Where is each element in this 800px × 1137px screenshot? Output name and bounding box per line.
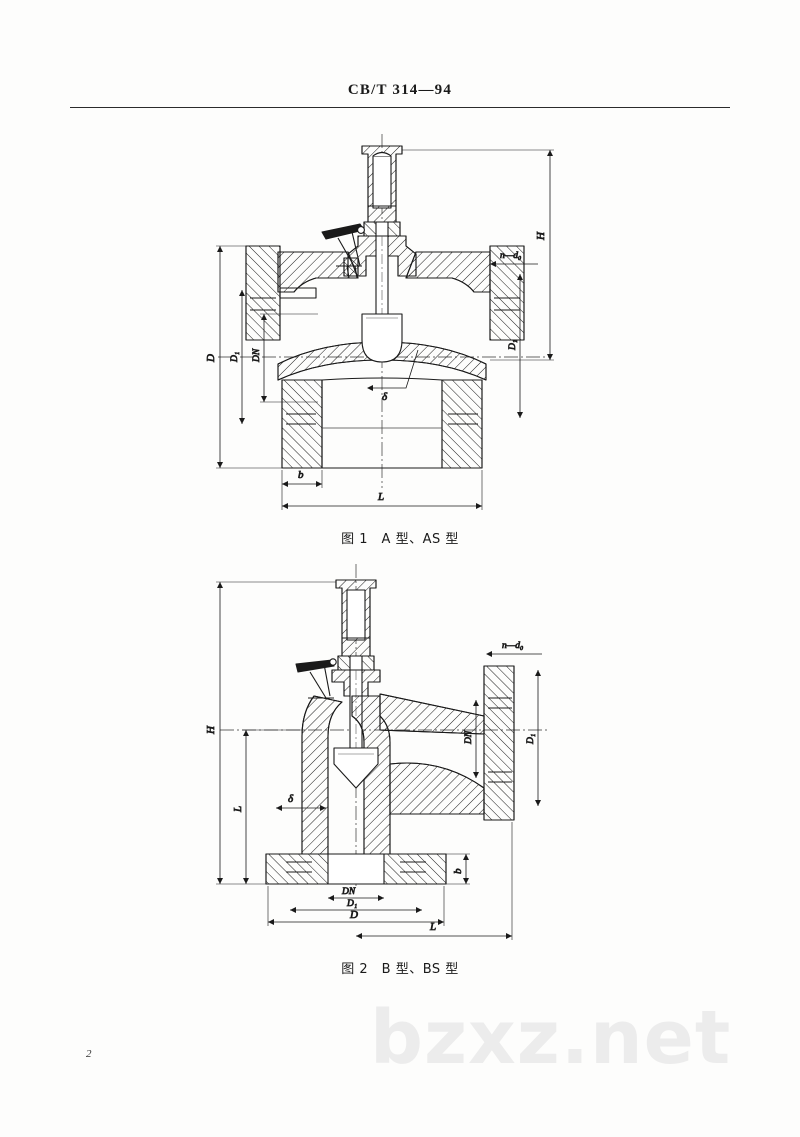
figure-2-drawing: H L n—d₀ D₁ DN [190,558,610,943]
body-left-wall [301,695,343,855]
dim-label-H: H [535,231,547,241]
dim-label-H-2: H [205,725,217,735]
dim-label-D1-right: D₁ [508,340,518,351]
left-flange [245,245,281,341]
dim-label-bolt-holes: n—d₀ [500,251,521,261]
dim-label-DN: DN [252,348,262,363]
dim-label-D1-bottom: D₁ [346,899,357,909]
dim-label-b: b [298,469,304,481]
operating-lever-2 [295,658,337,699]
dim-label-b-2: b [452,868,464,874]
figure-2-caption: 图 2 B 型、BS 型 [341,962,459,977]
dim-label-D: D [205,354,217,363]
dim-label-L-bottom: L [429,921,436,933]
valve-disc-2 [333,747,379,789]
dim-leader-wall-thickness-2 [276,805,326,811]
dim-label-D1-side: D₁ [526,734,536,745]
page-number: 2 [86,1048,92,1060]
figure-1-drawing: H n—d₀ D₁ D D₁ [190,128,610,518]
dim-label-L: L [377,491,384,503]
dim-label-wall-thickness-2: δ [288,793,294,805]
header-divider-rule [70,107,730,109]
dim-label-bolt-holes-2: n—d₀ [502,641,523,651]
dim-label-DN-side: DN [464,730,474,745]
site-watermark: bzxz.net [370,995,732,1081]
side-flange [483,665,515,821]
side-branch-bottom [389,762,485,815]
side-branch-top [379,693,485,735]
valve-disc [361,313,403,363]
dim-label-D-bottom: D [349,909,358,921]
dim-label-D1-left: D₁ [230,352,240,363]
dim-label-DN-bottom: DN [341,887,356,897]
dim-label-L-vertical: L [232,806,244,813]
dim-label-wall-thickness: δ [382,391,388,403]
page-header-standard-number: CB/T 314—94 [347,82,453,98]
dim-leader-wall-thickness [367,349,419,391]
figure-1-caption: 图 1 A 型、AS 型 [341,532,459,547]
